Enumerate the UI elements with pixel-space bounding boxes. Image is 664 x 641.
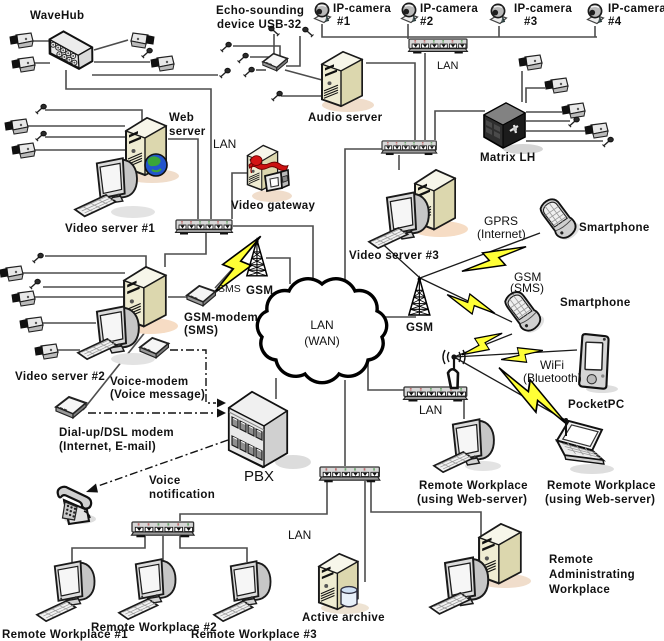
svg-text:server: server: [169, 126, 206, 138]
svg-text:Echo-sounding: Echo-sounding: [216, 5, 304, 17]
svg-text:#1: #1: [337, 16, 351, 28]
svg-text:Remote: Remote: [549, 554, 593, 566]
svg-text:IP-camera: IP-camera: [608, 3, 664, 15]
svg-text:#2: #2: [420, 16, 434, 28]
svg-text:Voice: Voice: [149, 475, 181, 487]
svg-text:Administrating: Administrating: [549, 569, 635, 581]
svg-text:Matrix LH: Matrix LH: [480, 152, 536, 164]
svg-text:GSM: GSM: [406, 322, 433, 334]
svg-text:notification: notification: [149, 489, 215, 501]
svg-text:LAN: LAN: [437, 60, 458, 72]
svg-text:Dial-up/DSL modem: Dial-up/DSL modem: [59, 427, 174, 439]
svg-text:Smartphone: Smartphone: [560, 297, 631, 309]
svg-text:(using Web-server): (using Web-server): [545, 494, 655, 506]
svg-text:PocketPC: PocketPC: [568, 399, 625, 411]
svg-text:IP-camera: IP-camera: [333, 3, 391, 15]
svg-text:Remote Workplace #1: Remote Workplace #1: [2, 629, 128, 641]
svg-text:Remote Workplace #2: Remote Workplace #2: [91, 622, 217, 634]
svg-text:WiFi: WiFi: [540, 358, 564, 372]
svg-text:(Bluetooth): (Bluetooth): [523, 371, 582, 385]
svg-text:(SMS): (SMS): [510, 281, 544, 295]
svg-text:SMS: SMS: [218, 283, 241, 295]
svg-text:GSM: GSM: [246, 285, 273, 297]
svg-text:(WAN): (WAN): [304, 334, 340, 348]
svg-text:Remote Workplace: Remote Workplace: [419, 480, 528, 492]
svg-text:IP-camera: IP-camera: [514, 3, 572, 15]
svg-text:LAN: LAN: [310, 318, 333, 332]
svg-text:Workplace: Workplace: [549, 584, 610, 596]
svg-text:Video server #2: Video server #2: [15, 371, 105, 383]
svg-text:(SMS): (SMS): [184, 325, 218, 337]
svg-text:LAN: LAN: [288, 528, 311, 542]
svg-text:(Internet): (Internet): [477, 227, 526, 241]
svg-text:(Internet, E-mail): (Internet, E-mail): [59, 441, 156, 453]
svg-text:PBX: PBX: [244, 468, 274, 485]
svg-text:WaveHub: WaveHub: [30, 10, 84, 22]
svg-text:#3: #3: [524, 16, 538, 28]
svg-text:GSM-modem: GSM-modem: [184, 312, 258, 324]
svg-text:Voice-modem: Voice-modem: [110, 376, 188, 388]
svg-text:GPRS: GPRS: [484, 214, 518, 228]
svg-text:Remote Workplace #3: Remote Workplace #3: [191, 629, 317, 641]
svg-text:Remote Workplace: Remote Workplace: [547, 480, 656, 492]
svg-text:Web: Web: [169, 112, 194, 124]
svg-text:GSM: GSM: [514, 270, 541, 284]
svg-text:Audio server: Audio server: [308, 112, 383, 124]
svg-text:Smartphone: Smartphone: [579, 222, 650, 234]
svg-text:#4: #4: [608, 16, 622, 28]
svg-text:IP-camera: IP-camera: [420, 3, 478, 15]
svg-text:device USB-32: device USB-32: [217, 19, 301, 31]
svg-text:(using Web-server): (using Web-server): [417, 494, 527, 506]
svg-text:Video server #1: Video server #1: [65, 223, 155, 235]
svg-text:(Voice message): (Voice message): [110, 389, 205, 401]
svg-text:LAN: LAN: [419, 403, 442, 417]
svg-text:Active archive: Active archive: [302, 612, 385, 624]
svg-text:Video server #3: Video server #3: [349, 250, 439, 262]
svg-text:LAN: LAN: [213, 137, 236, 151]
svg-text:Video gateway: Video gateway: [231, 200, 315, 212]
